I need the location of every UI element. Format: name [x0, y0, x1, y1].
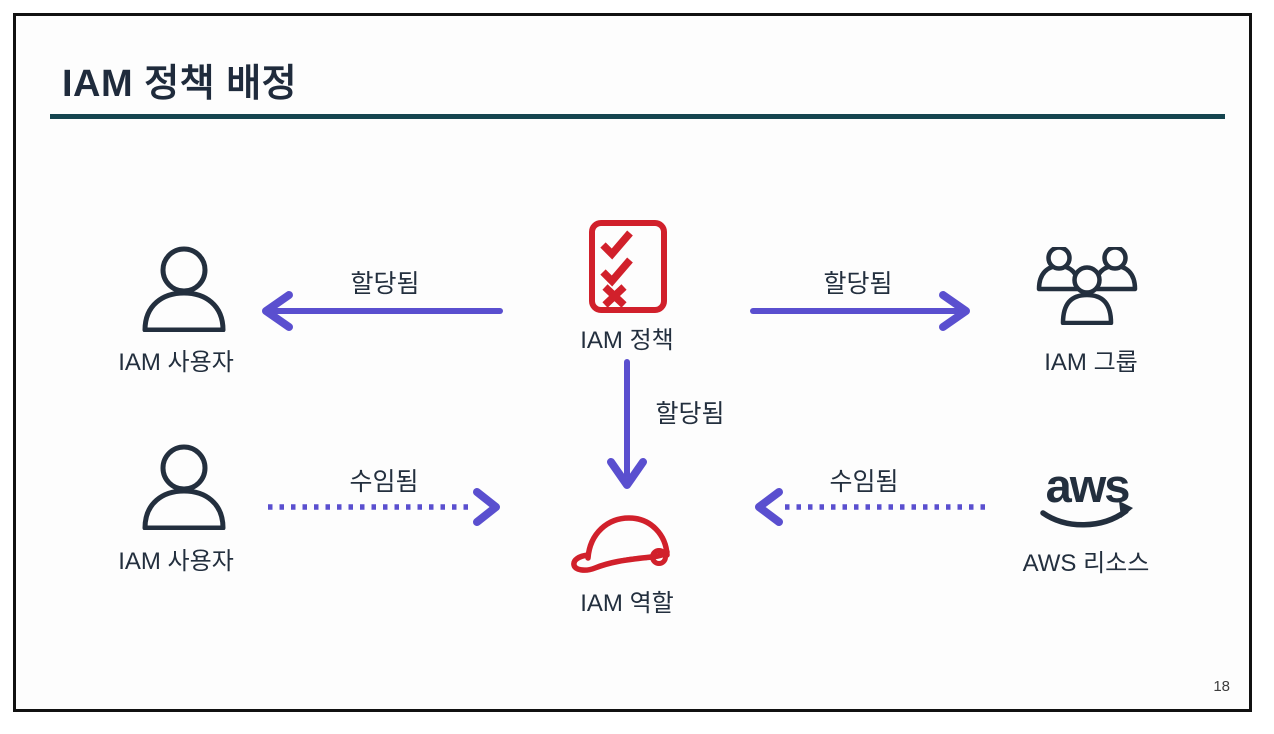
user-top-label: IAM 사용자 — [118, 349, 234, 376]
user-bottom-label: IAM 사용자 — [118, 548, 234, 575]
user-icon — [142, 444, 226, 530]
user-icon — [142, 246, 226, 332]
edge-label-assigned-right: 할당됨 — [823, 270, 893, 298]
slide-title: IAM 정책 배정 — [62, 63, 298, 105]
aws-logo: aws — [1040, 460, 1133, 528]
policy-checklist-icon — [589, 220, 667, 313]
aws-logo-text: aws — [1046, 460, 1130, 512]
edge-label-assumed-right: 수임됨 — [829, 468, 899, 496]
role-label: IAM 역할 — [580, 590, 674, 617]
slide-frame — [13, 13, 1252, 712]
aws-resource-label: AWS 리소스 — [1022, 550, 1150, 577]
edge-label-assigned-left: 할당됨 — [350, 270, 420, 298]
edge-label-assumed-left: 수임됨 — [349, 468, 419, 496]
page-number: 18 — [1213, 678, 1230, 695]
user-group-icon — [1036, 247, 1138, 325]
title-divider — [50, 114, 1225, 119]
policy-label: IAM 정책 — [580, 327, 674, 354]
edge-label-assigned-down: 할당됨 — [655, 400, 725, 428]
hard-hat-icon — [571, 515, 670, 573]
group-label: IAM 그룹 — [1044, 349, 1138, 376]
